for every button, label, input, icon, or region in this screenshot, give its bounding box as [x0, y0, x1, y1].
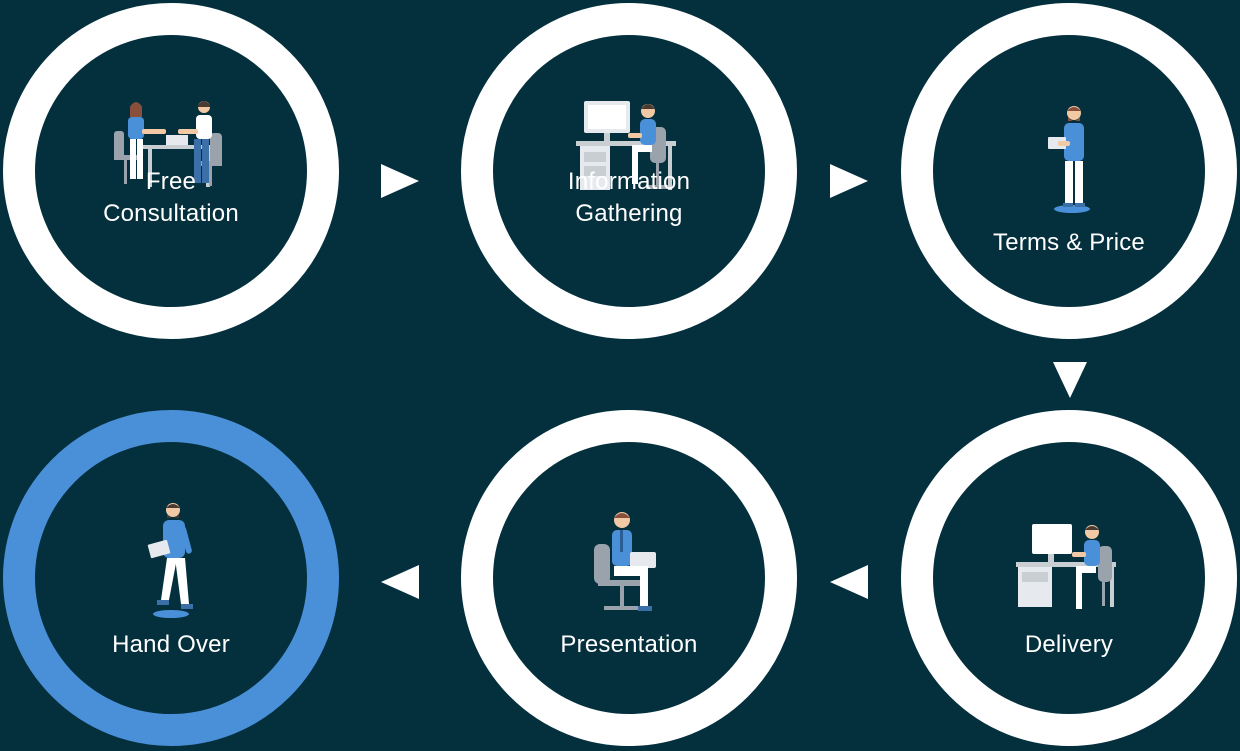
step-information-gathering: Information Gathering — [461, 3, 797, 339]
step-label: Free Consultation — [35, 166, 307, 230]
step-terms-price: Terms & Price — [901, 3, 1237, 339]
step-label: Presentation — [560, 631, 698, 658]
step-label-line1: Free — [145, 168, 197, 195]
step-label: Terms & Price — [993, 229, 1145, 256]
person-seated-with-laptop-icon — [594, 512, 656, 611]
flow-arrow-down — [1053, 362, 1087, 398]
flow-arrow-right — [830, 164, 868, 198]
step-free-consultation: Free Consultation — [3, 3, 339, 339]
person-at-workstation-icon — [1016, 524, 1116, 609]
flow-arrow-right — [381, 164, 419, 198]
person-holding-tablet-icon — [1048, 106, 1090, 213]
step-label-line2: Gathering — [575, 200, 683, 227]
step-label: Delivery — [1024, 631, 1114, 658]
person-walking-with-folder-icon — [147, 503, 193, 618]
flow-arrow-left — [830, 565, 868, 599]
flow-arrow-left — [381, 565, 419, 599]
step-presentation: Presentation — [461, 410, 797, 746]
step-delivery: Delivery — [901, 410, 1237, 746]
step-hand-over: Hand Over — [3, 410, 339, 746]
step-label: Hand Over — [112, 631, 230, 658]
person-at-computer-desk-icon — [576, 101, 676, 190]
two-people-meeting-at-desk-icon — [114, 101, 222, 187]
step-label-line2: Consultation — [103, 200, 239, 227]
step-label-line1: Information — [567, 168, 691, 195]
step-label: Information Gathering — [493, 166, 765, 230]
